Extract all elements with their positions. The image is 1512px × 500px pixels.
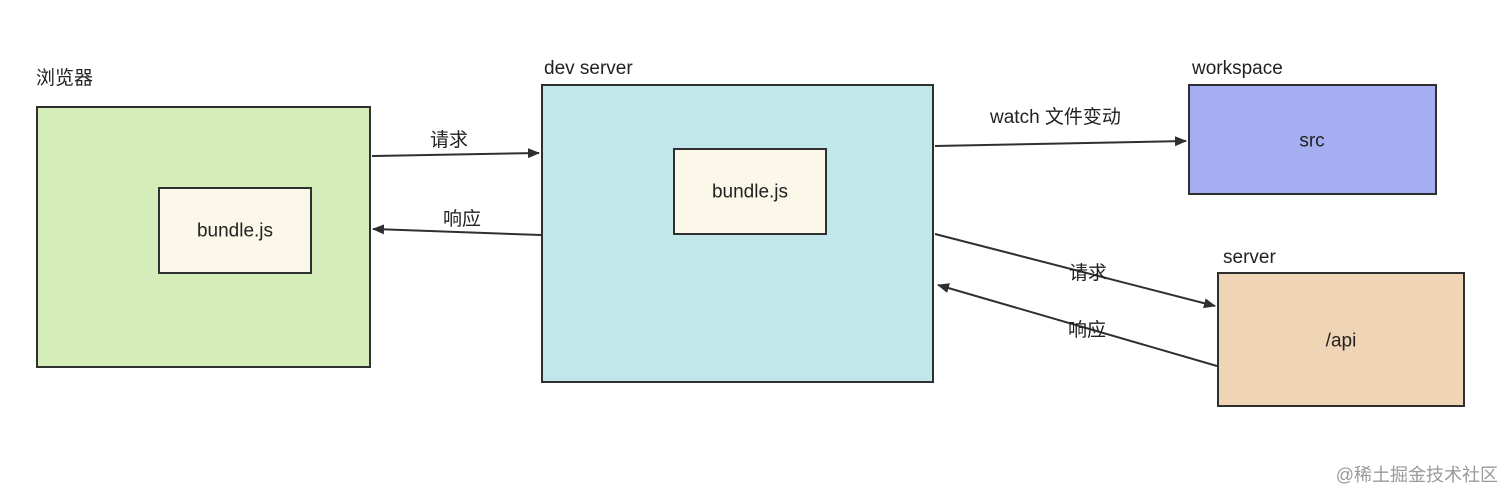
- dev-server-bundle-label: bundle.js: [711, 181, 789, 203]
- workspace-title: workspace: [1192, 58, 1283, 79]
- watch-arrow: [934, 136, 1187, 147]
- server-response-label: 响应: [1068, 320, 1107, 341]
- browser-request-label: 请求: [430, 130, 469, 151]
- browser-title: 浏览器: [36, 68, 94, 89]
- server-api-content: /api: [1325, 330, 1357, 352]
- server-title: server: [1223, 247, 1276, 268]
- watermark: @稀土掘金技术社区: [1335, 465, 1498, 485]
- workspace-box: [1188, 84, 1437, 195]
- dev-server-bundle-box: [673, 148, 827, 235]
- dev-server-title: dev server: [544, 58, 633, 79]
- browser-bundle-box: [158, 187, 312, 274]
- browser-request-arrow: [371, 148, 540, 159]
- server-request-label: 请求: [1069, 263, 1108, 284]
- browser-bundle-label: bundle.js: [196, 220, 274, 242]
- browser-response-label: 响应: [443, 209, 482, 230]
- workspace-content: src: [1299, 130, 1325, 152]
- watch-label: watch 文件变动: [990, 107, 1121, 128]
- server-api-box: [1217, 272, 1465, 407]
